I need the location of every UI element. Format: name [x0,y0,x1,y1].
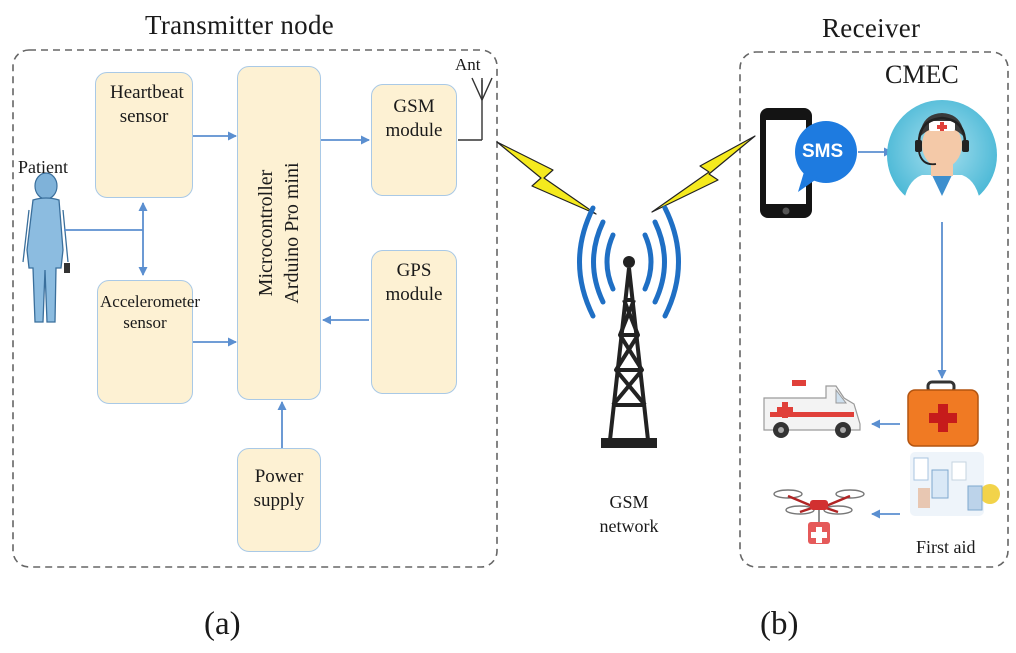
transmitter-connectors [64,131,370,448]
microcontroller-label-line1: Microcontroller [255,169,277,297]
gsm-network-label-line1: GSM [609,492,649,512]
antenna-label: Ant [455,55,481,74]
patient-label: Patient [18,157,68,177]
cmec-label: CMEC [885,60,959,89]
doctor-icon [887,100,997,221]
ambulance-icon [763,380,861,438]
gps-module-box: GPS module [371,250,457,394]
power-supply-box: Power supply [237,448,321,552]
microcontroller-label: Microcontroller Arduino Pro mini [253,162,305,303]
antenna-icon [458,77,493,141]
receiver-title: Receiver [822,13,921,43]
gsm-module-label: GSM module [385,96,443,141]
gps-module-label: GPS module [385,260,443,305]
tower-icon [577,205,681,448]
sms-icon [795,121,857,192]
heartbeat-sensor-label: Heartbeat sensor [110,82,184,127]
gsm-network-label: GSM network [598,490,660,539]
accelerometer-sensor-box: Accelerometer sensor [97,280,201,404]
first-aid-label: First aid [916,537,976,557]
caption-a: (a) [204,606,241,642]
gsm-network-label-line2: network [599,516,659,537]
person-icon [22,172,70,323]
power-supply-label: Power supply [253,466,305,511]
drone-icon [773,489,865,544]
accelerometer-sensor-label: Accelerometer sensor [100,292,201,333]
caption-b: (b) [760,606,799,642]
first-aid-kit-icon [907,380,1000,516]
heartbeat-sensor-box: Heartbeat sensor [95,72,193,198]
transmitter-frame [12,49,498,568]
sms-label: SMS [802,141,844,162]
transmitter-title: Transmitter node [145,10,335,40]
microcontroller-box: Microcontroller Arduino Pro mini [237,66,321,400]
lightning-icon [496,135,756,215]
gsm-module-box: GSM module [371,84,457,196]
microcontroller-label-line2: Arduino Pro mini [281,162,303,304]
